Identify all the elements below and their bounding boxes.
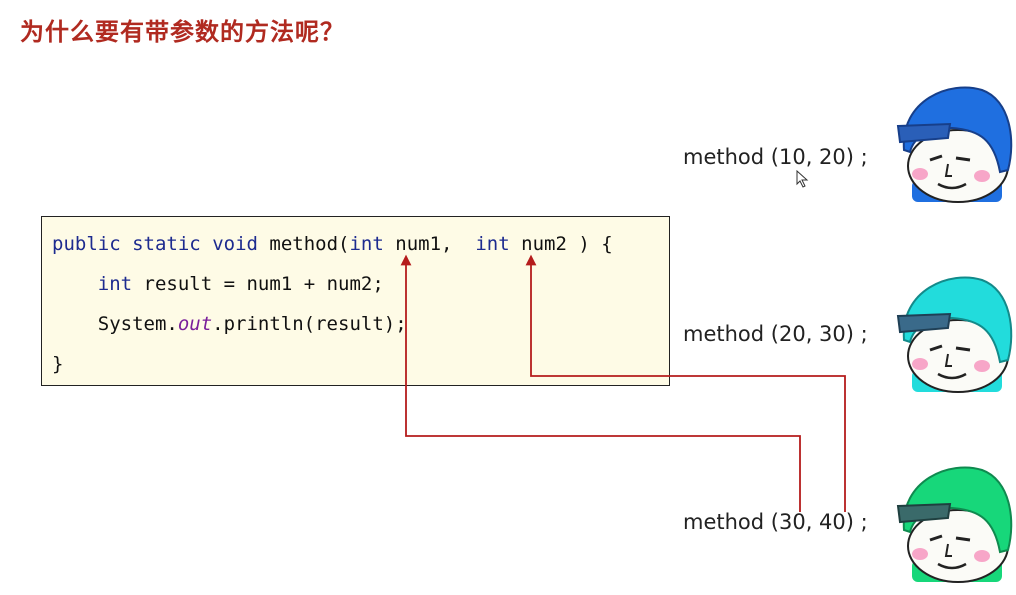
code-block: public static void method(int num1, int … (41, 216, 670, 386)
code-line-signature: public static void method(int num1, int … (52, 233, 613, 255)
param-num2: num2 (521, 233, 567, 255)
cartoon-face-green-helmet-icon (896, 466, 1013, 583)
cartoon-face-blue-helmet-icon (896, 86, 1013, 203)
keyword-void: void (212, 233, 258, 255)
code-line-println: System.out.println(result); (52, 313, 407, 335)
page-title: 为什么要有带参数的方法呢？ (20, 18, 345, 46)
keyword-int-result: int (97, 273, 133, 295)
method-call-3: method (30, 40) ; (683, 510, 868, 534)
static-field-out: out (177, 313, 213, 335)
mouse-cursor-icon (796, 170, 809, 188)
param-num1: num1, (395, 233, 453, 255)
keyword-static: static (132, 233, 201, 255)
result-statement: result = num1 + num2; (143, 273, 384, 295)
signature-end: ) { (578, 233, 613, 255)
keyword-int-param1: int (349, 233, 384, 255)
code-line-close: } (52, 353, 63, 375)
keyword-int-param2: int (475, 233, 510, 255)
system-prefix: System. (97, 313, 178, 335)
method-name: method( (269, 233, 350, 255)
closing-brace: } (52, 353, 64, 375)
println-call: .println(result); (212, 313, 407, 335)
code-line-result: int result = num1 + num2; (52, 273, 384, 295)
method-call-2: method (20, 30) ; (683, 322, 868, 346)
keyword-public: public (52, 233, 121, 255)
method-call-1: method (10, 20) ; (683, 145, 868, 169)
cartoon-face-cyan-helmet-icon (896, 276, 1013, 393)
